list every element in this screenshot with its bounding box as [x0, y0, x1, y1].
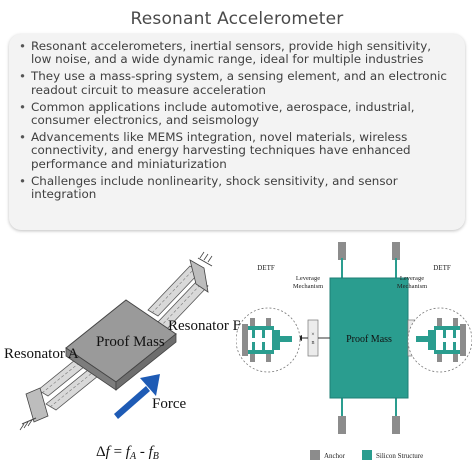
proof-mass-rect [329, 277, 409, 399]
force-label: Force [152, 396, 186, 412]
detf-left [236, 307, 301, 373]
bullet-list: Resonant accelerometers, inertial sensor… [19, 39, 455, 201]
proof-mass-block [65, 299, 177, 391]
resonator-b [147, 251, 213, 331]
anchor-swatch [310, 450, 320, 460]
bullet-item: Challenges include nonlinearity, shock s… [19, 174, 455, 201]
bullet-item: Resonant accelerometers, inertial sensor… [19, 39, 455, 66]
leverage-mechanism-left: × n [296, 319, 330, 357]
legend: Anchor Silicon Structure [310, 450, 423, 460]
silicon-swatch [362, 450, 372, 460]
detf-right-label: DETF [433, 264, 451, 272]
resonator-b-label: Resonator B [168, 318, 240, 334]
proof-mass-label: Proof Mass [96, 334, 165, 350]
svg-text:n: n [312, 340, 315, 346]
force-arrow-icon [114, 374, 160, 419]
accelerometer-figure: Proof Mass Resonator B Resonator A Force… [0, 238, 474, 474]
detf-left-label: DETF [257, 264, 275, 272]
bullet-item: Common applications include automotive, … [19, 100, 455, 127]
summary-card: Resonant accelerometers, inertial sensor… [9, 34, 465, 230]
proof-mass-label: Proof Mass [346, 334, 392, 345]
svg-text:×: × [311, 332, 314, 338]
proof-mass-diagram: Proof Mass Resonator B Resonator A Force… [4, 251, 240, 462]
bullet-item: Advancements like MEMS integration, nove… [19, 131, 455, 171]
resonator-a-label: Resonator A [4, 346, 79, 362]
bullet-item: They use a mass-spring system, a sensing… [19, 70, 455, 97]
page-title: Resonant Accelerometer [130, 9, 344, 29]
legend-silicon-label: Silicon Structure [376, 452, 423, 460]
top-anchors [338, 242, 400, 280]
detf-right [407, 307, 472, 373]
frequency-formula: Δf = fA - fB [96, 444, 159, 462]
bottom-anchors [338, 396, 400, 434]
legend-anchor-label: Anchor [324, 452, 346, 460]
